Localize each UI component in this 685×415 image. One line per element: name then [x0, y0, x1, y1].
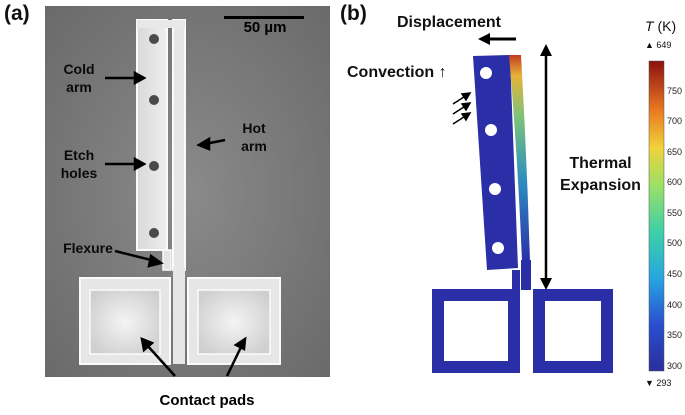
- colorbar-max-label: ▲ 649: [645, 40, 672, 50]
- thermal-simulation: [432, 33, 665, 373]
- colorbar-tick-label: 750: [667, 85, 683, 96]
- colorbar-tick-label: 650: [667, 146, 683, 157]
- cold-arm-shape: [136, 19, 168, 251]
- colorbar-title-symbol: T: [645, 18, 654, 34]
- etch-holes-label: Etch holes: [60, 147, 98, 181]
- colorbar-tick-label: 300: [667, 360, 683, 371]
- displacement-arrow: [478, 33, 490, 45]
- cold-arm-label: Cold arm: [63, 61, 95, 95]
- etch-hole: [149, 95, 159, 105]
- panel-b-label: (b): [340, 2, 367, 25]
- panel-a-label: (a): [4, 2, 30, 25]
- colorbar: [648, 60, 665, 372]
- flexure-label: Flexure: [63, 240, 113, 256]
- etch-hole: [149, 228, 159, 238]
- etch-hole-sim: [485, 124, 497, 136]
- hot-arm-label: Hot arm: [241, 120, 267, 154]
- flexure-shape: [162, 249, 172, 271]
- cold-arm-sim: [473, 55, 518, 270]
- etch-hole: [149, 161, 159, 171]
- contact-pads-caption: Contact pads: [159, 392, 255, 409]
- etch-hole-sim: [489, 183, 501, 195]
- convection-arrows: [452, 92, 472, 125]
- scale-bar-label: 50 µm: [243, 19, 287, 36]
- hot-arm-sim: [509, 55, 530, 262]
- thermal-expansion-label: Thermal Expansion: [560, 155, 641, 194]
- etch-hole-sim: [492, 242, 504, 254]
- colorbar-tick-label: 450: [667, 269, 683, 279]
- colorbar-tick-label: 350: [667, 330, 683, 341]
- displacement-label: Displacement: [396, 14, 502, 31]
- colorbar-tick-label: 550: [667, 207, 683, 218]
- colorbar-tick-label: 500: [667, 238, 683, 249]
- hot-arm-shape: [172, 19, 186, 271]
- colorbar-tick-label: 600: [667, 177, 683, 188]
- etch-hole: [149, 34, 159, 44]
- colorbar-title-unit: (K): [657, 18, 677, 34]
- colorbar-tick-label: 400: [667, 299, 683, 310]
- thermal-expansion-arrow: [540, 44, 552, 56]
- convection-label: Convection ↑: [347, 64, 447, 81]
- colorbar-tick-label: 700: [667, 116, 683, 127]
- pad-right-sim: [533, 289, 613, 373]
- colorbar-title: T (K): [645, 18, 676, 34]
- etch-hole-sim: [480, 67, 492, 79]
- colorbar-min-label: ▼ 293: [645, 378, 672, 388]
- pad-left-sim: [432, 289, 520, 373]
- scale-bar: [224, 16, 304, 19]
- sem-micrograph: [45, 6, 330, 377]
